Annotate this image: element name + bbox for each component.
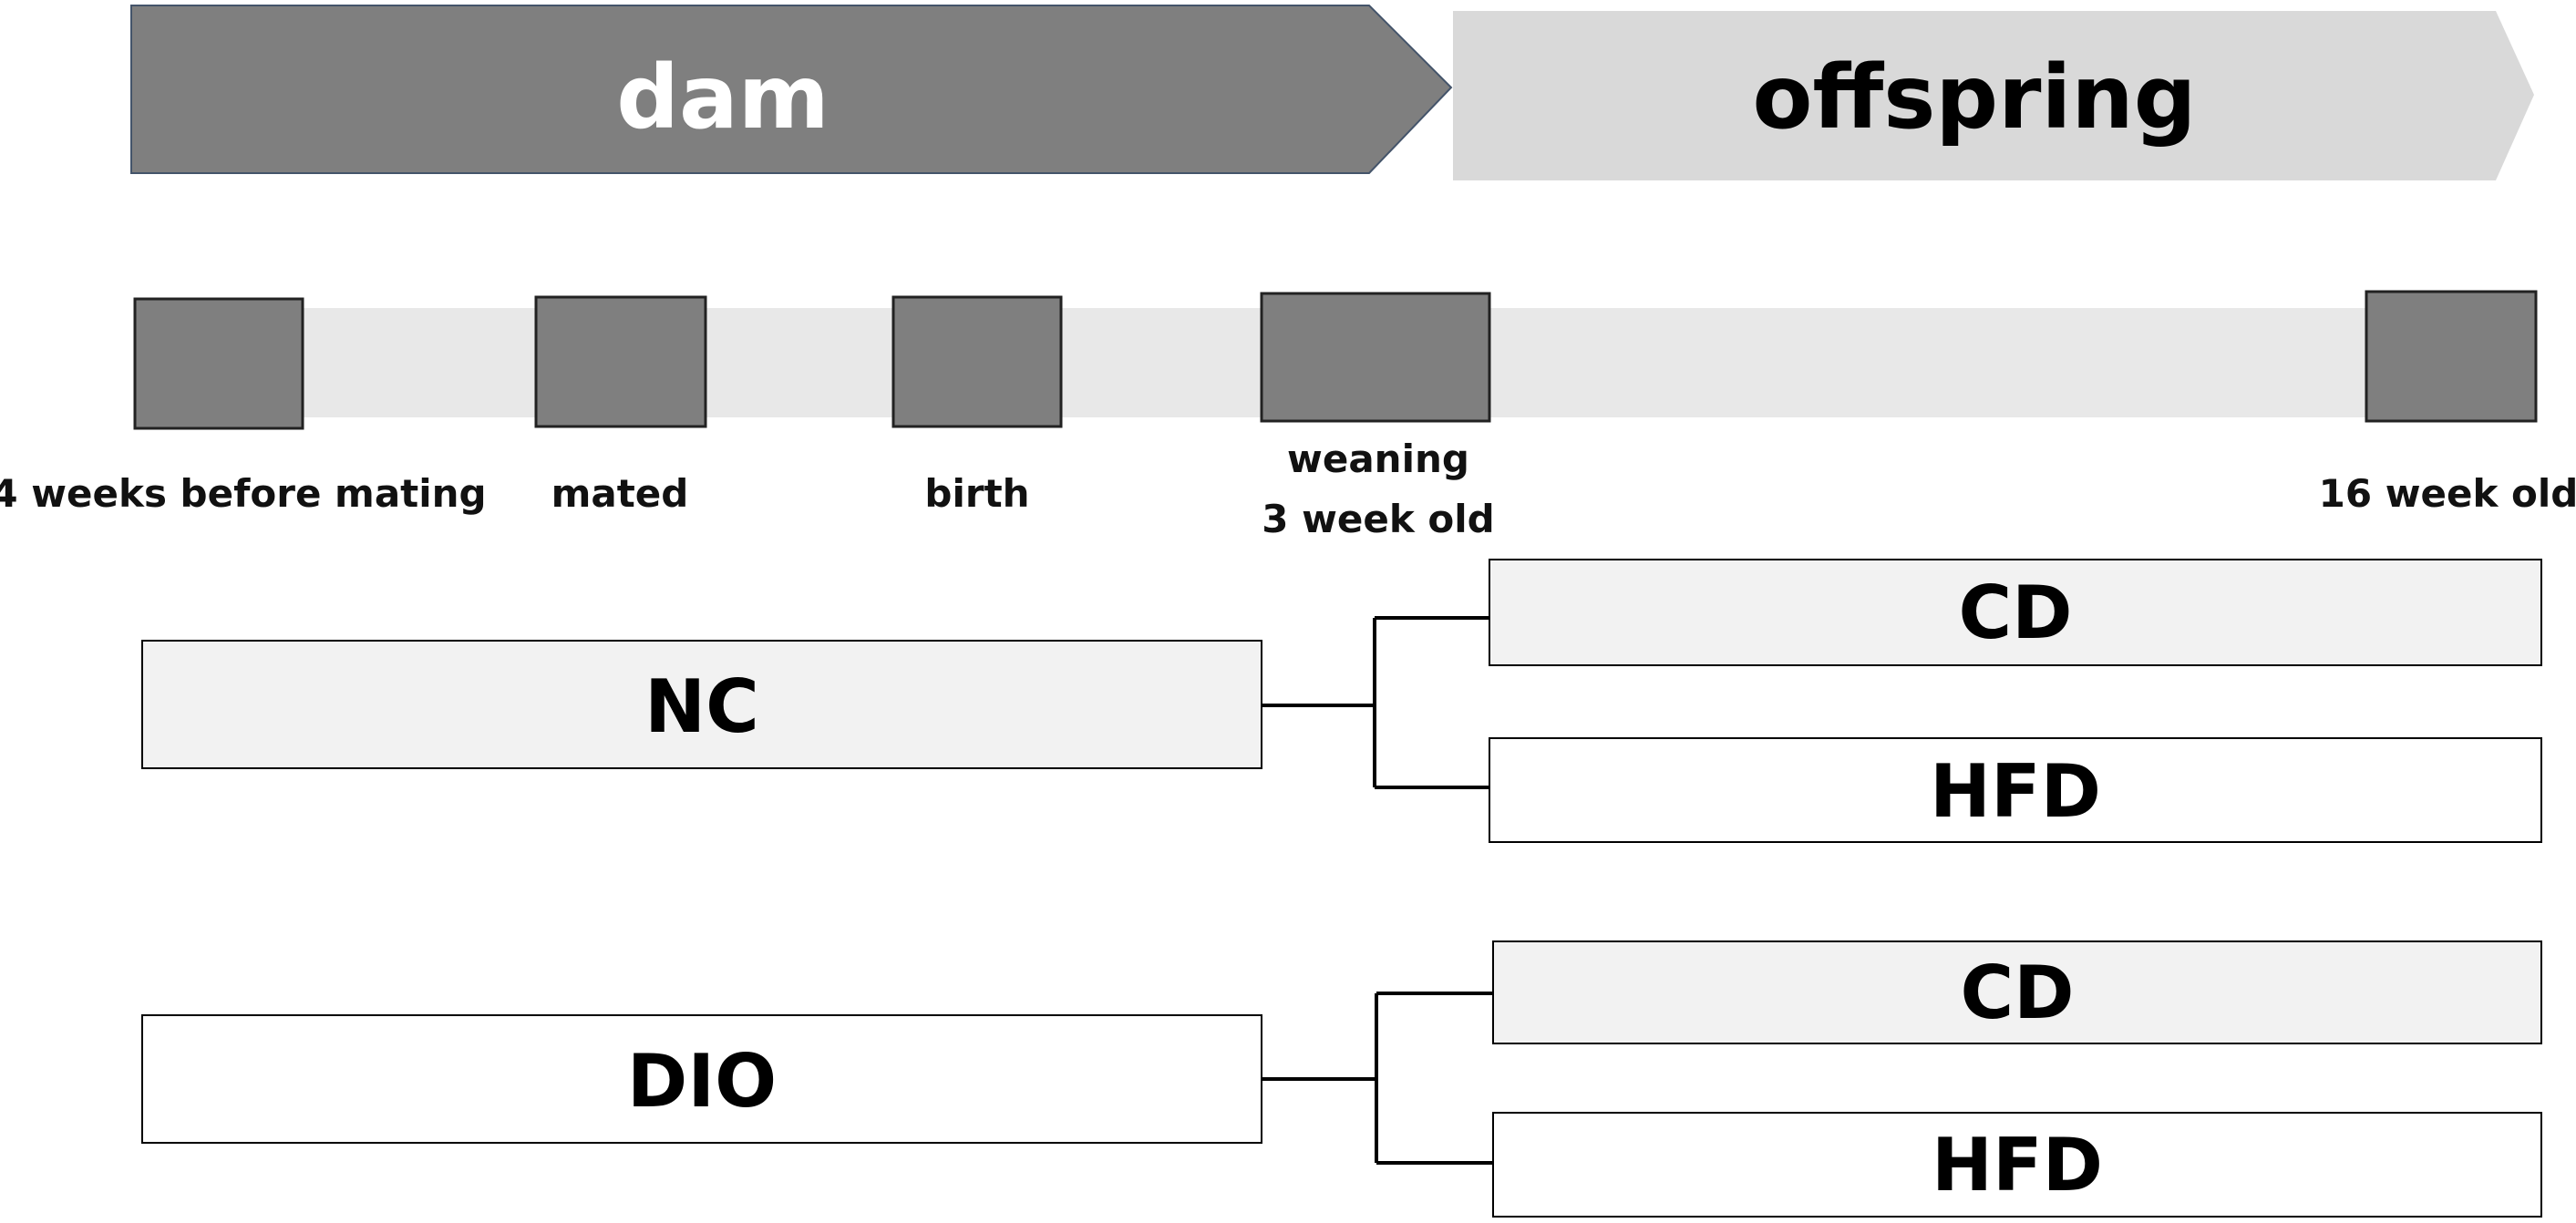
milestone-marker-birth (891, 295, 1063, 428)
milestone-label-pre-mating: 4 weeks before mating (0, 471, 487, 516)
nc-bracket-connector (1262, 616, 1489, 789)
offspring-group-label-dio-cd: CD (1960, 951, 2074, 1035)
milestone-label-birth: birth (924, 471, 1029, 516)
dio-group: DIO CD HFD (141, 940, 2542, 1218)
dio-bracket-connector (1262, 992, 1493, 1165)
offspring-group-box-nc-cd (1489, 559, 2542, 666)
dam-phase-label: dam (616, 46, 829, 149)
offspring-group-label-nc-hfd: HFD (1930, 749, 2101, 834)
dam-group-box-dio (141, 1014, 1262, 1144)
milestone-marker-mated (534, 295, 707, 428)
phase-arrows: dam offspring (130, 5, 2534, 180)
offspring-phase-label: offspring (1753, 46, 2197, 149)
dam-group-label-dio: DIO (627, 1039, 777, 1124)
milestone-label-weaning: weaning (1287, 437, 1469, 481)
dam-group-box-nc (141, 640, 1262, 769)
timeline: 4 weeks before mating mated birth weanin… (0, 290, 2576, 541)
offspring-group-label-nc-cd: CD (1958, 570, 2072, 655)
milestone-marker-16-weeks (2365, 290, 2538, 423)
milestone-label-16-weeks: 16 week old (2319, 471, 2576, 516)
milestone-label-mated: mated (551, 471, 689, 516)
offspring-group-box-dio-hfd (1492, 1112, 2542, 1218)
nc-group: NC CD HFD (141, 559, 2542, 843)
offspring-group-label-dio-hfd: HFD (1932, 1123, 2103, 1208)
offspring-group-box-dio-cd (1492, 940, 2542, 1044)
dam-group-label-nc: NC (644, 664, 759, 749)
offspring-group-box-nc-hfd (1489, 737, 2542, 843)
milestone-marker-weaning (1260, 292, 1491, 423)
offspring-phase-arrow (1453, 11, 2534, 180)
milestone-label-weaning-age: 3 week old (1262, 497, 1495, 541)
dam-phase-arrow (130, 5, 1453, 174)
milestone-marker-pre-mating (133, 297, 304, 430)
